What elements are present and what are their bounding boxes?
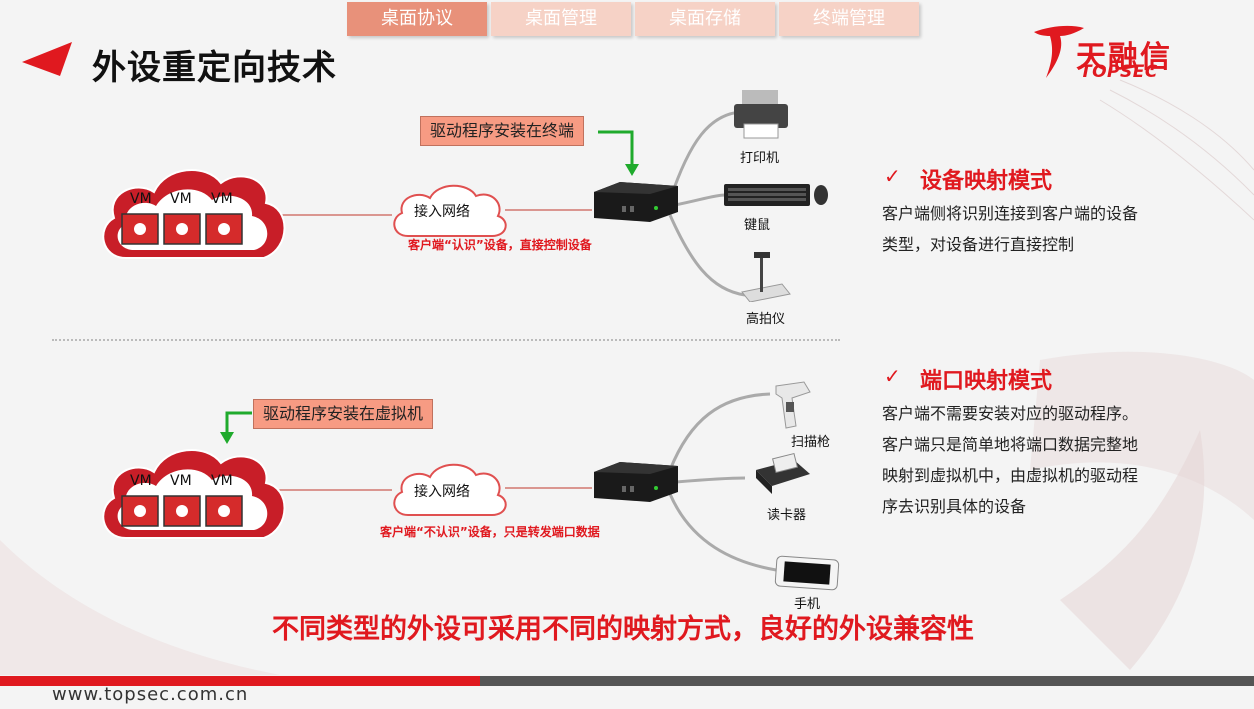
tab-desktop-storage[interactable]: 桌面存储 <box>635 2 775 36</box>
barcode-scanner-icon <box>775 381 811 429</box>
description-line: 客户端侧将识别连接到客户端的设备 <box>882 204 1139 223</box>
device-label: 键鼠 <box>744 218 771 233</box>
thin-client-box-icon <box>594 182 678 222</box>
mode-description: 客户端侧将识别连接到客户端的设备 类型，对设备进行直接控制 <box>882 198 1202 260</box>
keyboard-mouse-icon <box>724 184 828 206</box>
footer-url[interactable]: www.topsec.com.cn <box>52 684 249 705</box>
vm-label: VM <box>211 473 233 489</box>
device-label: 高拍仪 <box>746 312 786 327</box>
smartphone-icon <box>774 555 840 591</box>
tab-terminal-management[interactable]: 终端管理 <box>779 2 919 36</box>
vm-monitors-icon <box>121 213 243 245</box>
vm-label: VM <box>211 191 233 207</box>
footer-bar-gray <box>480 676 1254 686</box>
page-title: 外设重定向技术 <box>92 48 337 88</box>
bottom-callout-driver-vm: 驱动程序安装在虚拟机 <box>253 399 434 429</box>
vm-label: VM <box>170 473 192 489</box>
description-line: 类型，对设备进行直接控制 <box>882 235 1075 254</box>
top-callout-driver-terminal: 驱动程序安装在终端 <box>420 116 585 146</box>
check-icon: ✓ <box>884 364 901 388</box>
document-camera-icon <box>741 252 791 302</box>
device-label: 打印机 <box>740 151 780 166</box>
check-icon: ✓ <box>884 164 901 188</box>
tab-desktop-protocol[interactable]: 桌面协议 <box>347 2 487 36</box>
description-line: 序去识别具体的设备 <box>882 497 1027 516</box>
device-label: 扫描枪 <box>791 435 831 450</box>
logo-chinese: 天融信 <box>1076 40 1172 75</box>
network-label: 接入网络 <box>414 204 470 220</box>
logo-english: TOPSEC <box>1080 62 1158 82</box>
vm-label: VM <box>130 191 152 207</box>
summary-statement: 不同类型的外设可采用不同的映射方式，良好的外设兼容性 <box>272 614 974 645</box>
vm-monitors-icon <box>121 495 243 527</box>
description-line: 客户端只是简单地将端口数据完整地 <box>882 435 1139 454</box>
device-label: 手机 <box>794 597 821 612</box>
section-divider <box>52 339 840 341</box>
thin-client-box-icon <box>594 462 678 502</box>
mode-title-device-mapping: 设备映射模式 <box>920 169 1053 194</box>
description-line: 映射到虚拟机中，由虚拟机的驱动程 <box>882 466 1139 485</box>
bottom-caption: 客户端“不认识”设备，只是转发端口数据 <box>380 525 600 539</box>
description-line: 客户端不需要安装对应的驱动程序。 <box>882 404 1139 423</box>
vm-label: VM <box>170 191 192 207</box>
device-label: 读卡器 <box>767 508 807 523</box>
bottom-network-cloud-icon <box>393 463 507 516</box>
top-network-cloud-icon <box>393 184 507 237</box>
top-caption: 客户端“认识”设备，直接控制设备 <box>408 238 592 252</box>
mode-description: 客户端不需要安装对应的驱动程序。 客户端只是简单地将端口数据完整地 映射到虚拟机… <box>882 398 1212 522</box>
printer-icon <box>734 90 788 139</box>
card-reader-icon <box>756 452 810 494</box>
network-label: 接入网络 <box>414 484 470 500</box>
mode-title-port-mapping: 端口映射模式 <box>920 369 1053 394</box>
title-arrow-icon <box>22 42 72 76</box>
tab-desktop-management[interactable]: 桌面管理 <box>491 2 631 36</box>
topsec-logo-icon <box>1034 25 1084 78</box>
vm-label: VM <box>130 473 152 489</box>
footer-bar-red <box>0 676 480 686</box>
